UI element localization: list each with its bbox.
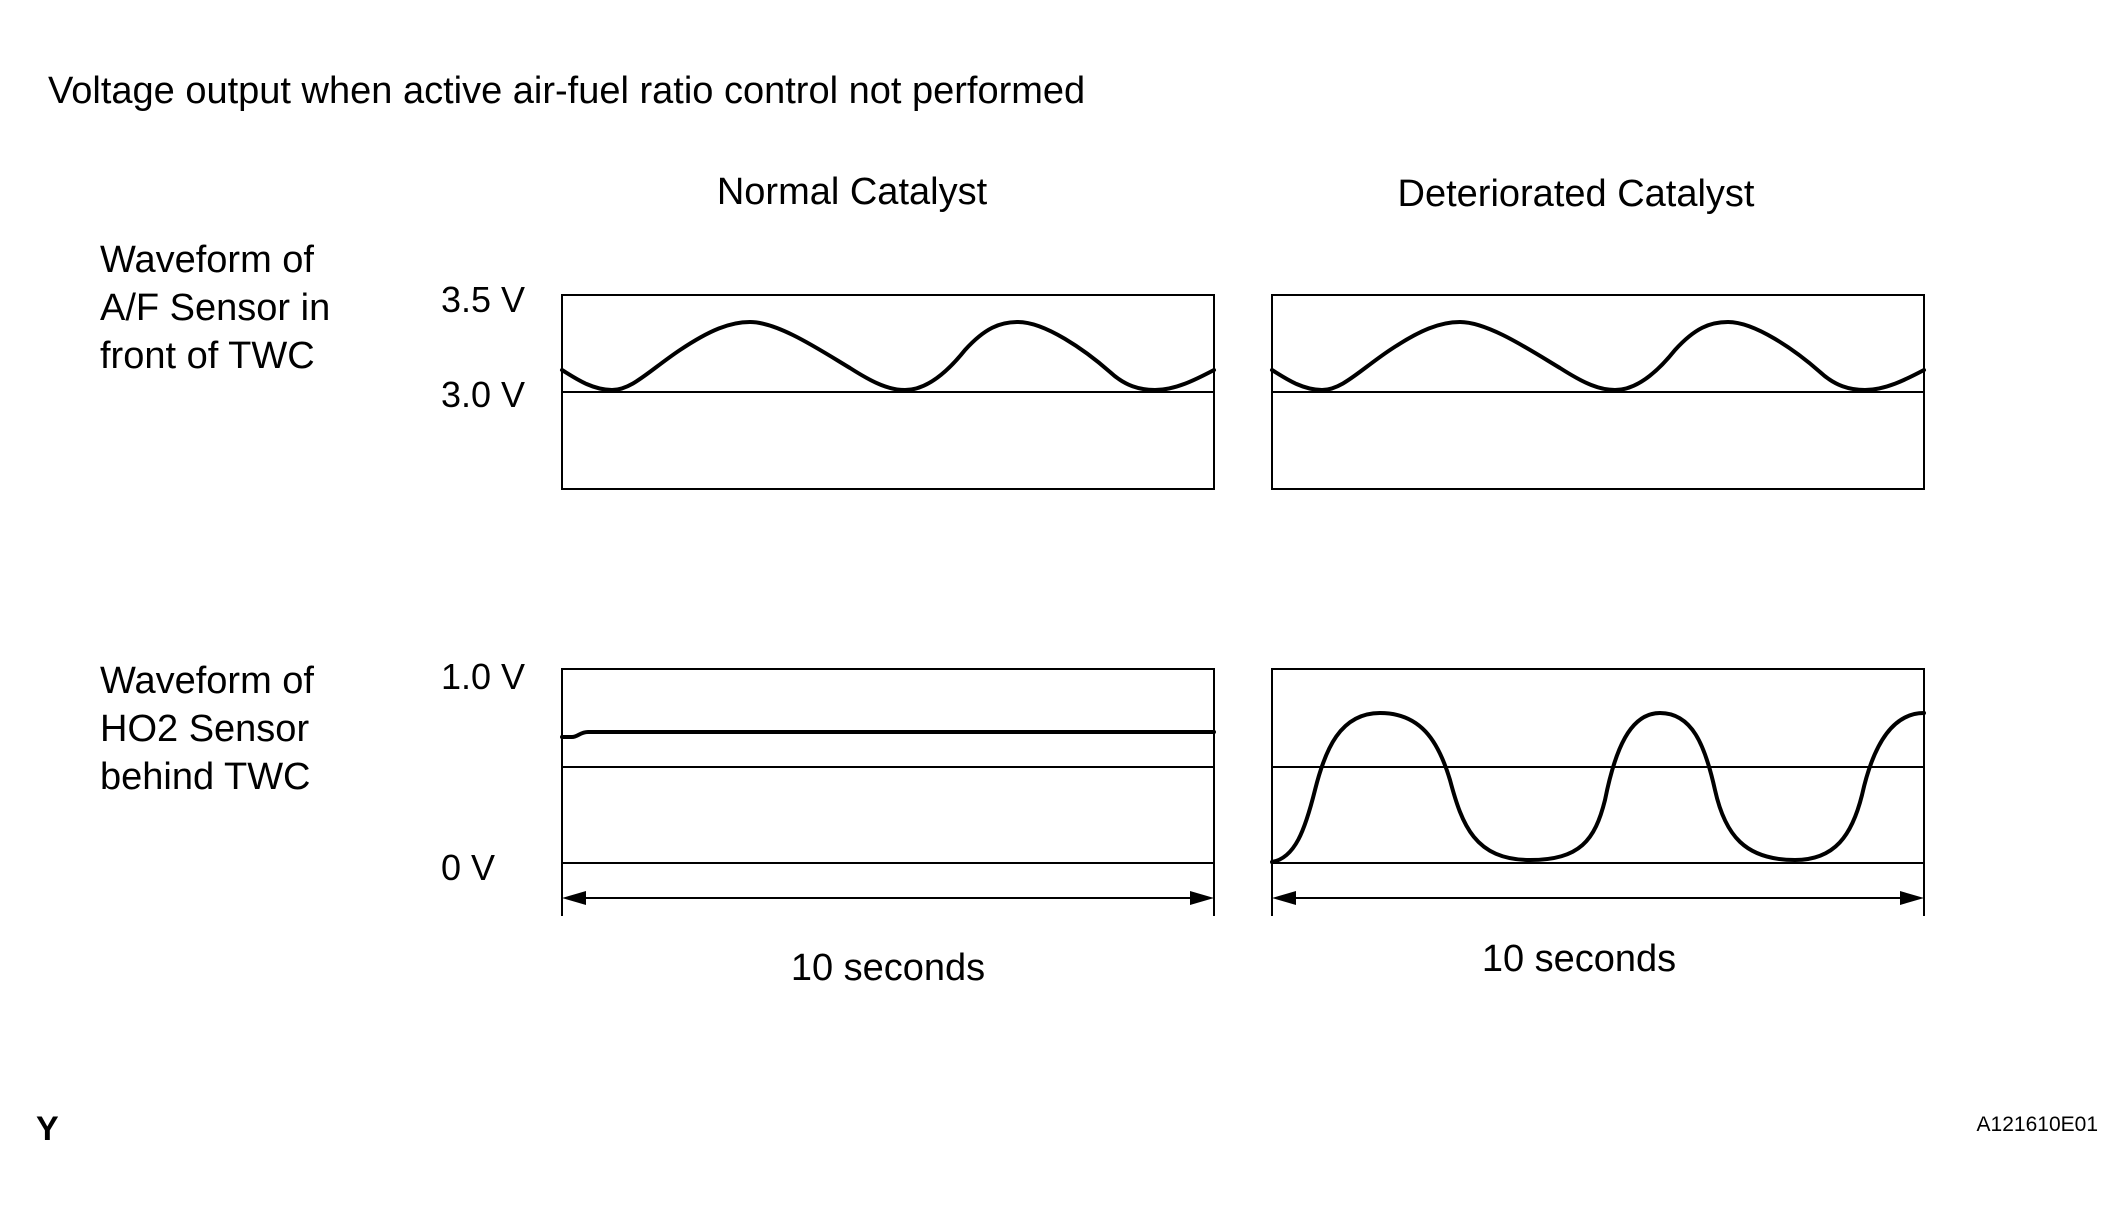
row-label-af-sensor: Waveform of A/F Sensor in front of TWC — [100, 239, 330, 377]
ho2-waveform — [560, 730, 1216, 739]
arrowhead-right — [1190, 891, 1214, 905]
row-label-ho2-sensor: Waveform of HO2 Sensor behind TWC — [100, 660, 314, 798]
time-dimension-normal — [561, 863, 1215, 916]
arrowhead-right — [1900, 891, 1924, 905]
column-heading-normal-catalyst: Normal Catalyst — [717, 171, 988, 213]
time-label-deteriorated: 10 seconds — [1482, 938, 1676, 980]
af-waveform — [560, 320, 1216, 392]
corner-mark: Y — [36, 1110, 59, 1148]
row-label-line: A/F Sensor in — [100, 287, 330, 329]
arrowhead-left — [1272, 891, 1296, 905]
row-label-line: HO2 Sensor — [100, 708, 309, 750]
voltage-label-3-5v: 3.5 V — [441, 279, 525, 320]
figure-code: A121610E01 — [1977, 1113, 2098, 1136]
af-waveform — [1270, 320, 1926, 392]
panel-ho2-normal — [560, 668, 1216, 864]
arrowhead-left — [562, 891, 586, 905]
row-label-line: front of TWC — [100, 335, 315, 377]
panel-af-normal — [560, 294, 1216, 490]
row-label-line: Waveform of — [100, 660, 314, 702]
row-label-line: Waveform of — [100, 239, 314, 281]
panel-af-deteriorated — [1270, 294, 1926, 490]
voltage-label-1-0v: 1.0 V — [441, 656, 525, 697]
voltage-label-0v: 0 V — [441, 847, 495, 888]
row-label-line: behind TWC — [100, 756, 311, 798]
diagram-title: Voltage output when active air-fuel rati… — [48, 70, 1085, 112]
ho2-waveform — [1270, 711, 1926, 864]
time-dimension-deteriorated — [1271, 863, 1925, 916]
time-label-normal: 10 seconds — [791, 947, 985, 989]
voltage-label-3-0v: 3.0 V — [441, 374, 525, 415]
column-heading-deteriorated-catalyst: Deteriorated Catalyst — [1398, 173, 1755, 215]
panel-ho2-deteriorated — [1270, 668, 1926, 864]
